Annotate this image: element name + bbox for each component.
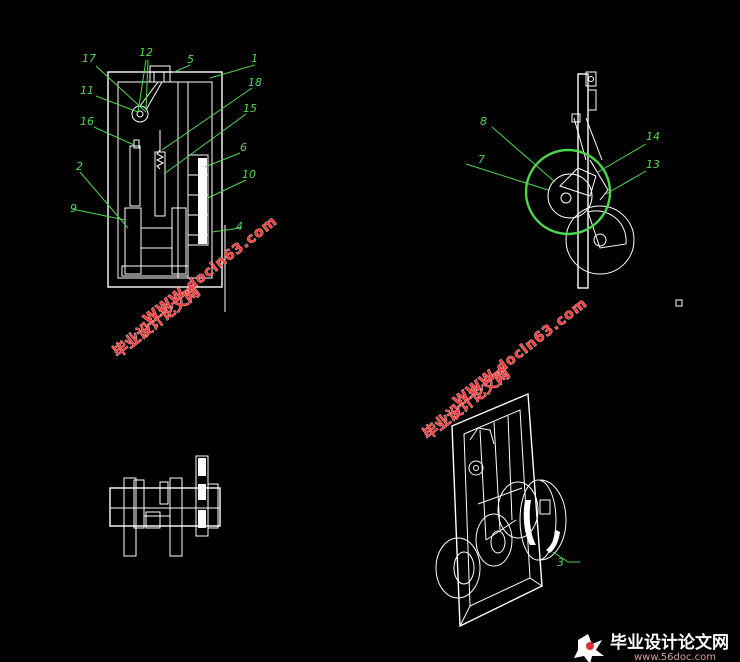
front-view — [107, 65, 226, 312]
logo-dot-icon — [586, 642, 594, 650]
watermark-url-text: WWW.docin63.com — [450, 295, 590, 410]
callout-9: 9 — [70, 202, 77, 215]
callout-17: 17 — [82, 52, 96, 65]
side-view-callouts — [465, 126, 647, 195]
drawing-marker — [675, 299, 683, 307]
isometric-view — [435, 392, 567, 628]
logo-title: 毕业设计论文网 — [610, 632, 729, 653]
callout-6: 6 — [240, 141, 247, 154]
callout-4: 4 — [236, 220, 243, 233]
callout-16: 16 — [80, 115, 94, 128]
callout-12: 12 — [139, 46, 153, 59]
callout-2: 2 — [76, 160, 83, 173]
callout-5: 5 — [187, 53, 194, 66]
callout-7: 7 — [478, 153, 485, 166]
logo-url: www.56doc.com — [634, 652, 716, 662]
callout-8: 8 — [480, 115, 487, 128]
isometric-callout — [552, 551, 580, 563]
watermark-2: 毕业设计论文网 WWW.docin63.com — [419, 295, 591, 444]
callout-14: 14 — [646, 130, 660, 143]
side-view — [524, 71, 635, 289]
callout-3: 3 — [557, 556, 564, 569]
callout-18: 18 — [248, 76, 262, 89]
callout-11: 11 — [80, 84, 94, 97]
callout-15: 15 — [243, 102, 257, 115]
callout-13: 13 — [646, 158, 660, 171]
watermark-url-text: WWW.docin63.com — [140, 213, 280, 328]
callout-10: 10 — [242, 168, 256, 181]
top-view — [109, 455, 221, 557]
front-view-callouts — [71, 59, 256, 233]
site-logo: 毕业设计论文网 www.56doc.com — [574, 632, 729, 662]
callout-1: 1 — [251, 52, 258, 65]
